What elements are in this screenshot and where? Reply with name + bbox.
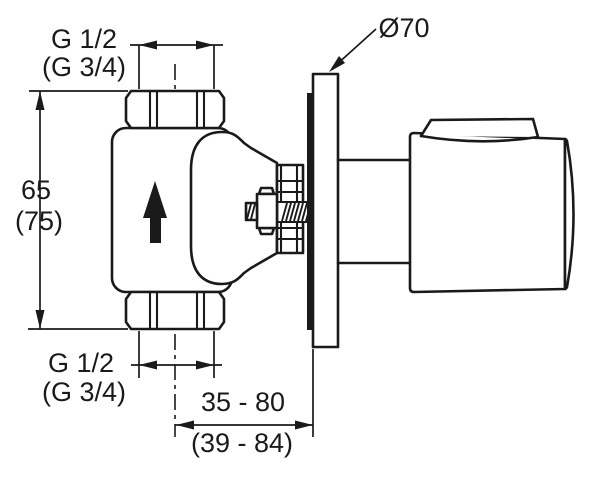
spindle-thread-hatching — [281, 202, 312, 222]
top-thread-label-alternate: (G 3/4) — [42, 52, 126, 82]
spindle-packing-nut — [255, 186, 279, 236]
top-connection-nut — [124, 89, 226, 130]
valve-bonnet — [189, 130, 279, 286]
handle-knob-outer-edge — [563, 137, 575, 291]
mounting-depth-label-primary: 35 - 80 — [201, 387, 285, 417]
bottom-thread-label-alternate: (G 3/4) — [42, 377, 126, 407]
dim-bottom-thread: G 1/2 (G 3/4) — [42, 331, 222, 407]
spindle-end-threads — [244, 201, 259, 222]
body-height-label-primary: 65 — [21, 175, 51, 205]
bottom-thread-label-primary: G 1/2 — [48, 348, 114, 378]
handle-tab — [419, 117, 540, 139]
escutcheon-plate — [311, 72, 340, 349]
plate-diameter-label: Ø70 — [378, 13, 429, 43]
threaded-spindle — [277, 200, 313, 224]
top-thread-label-primary: G 1/2 — [51, 24, 117, 54]
handle-tab-base-curve — [419, 134, 540, 143]
dim-top-thread: G 1/2 (G 3/4) — [42, 24, 223, 89]
bottom-connection-nut — [124, 290, 226, 331]
dim-body-height: 65 (75) — [15, 90, 128, 330]
dim-plate-diameter: Ø70 — [329, 13, 430, 72]
dim-mounting-depth: 35 - 80 (39 - 84) — [175, 349, 314, 458]
wall-section — [307, 93, 314, 330]
flow-direction-arrow-icon — [143, 181, 167, 243]
handle-stem — [336, 158, 413, 265]
mounting-depth-label-alternate: (39 - 84) — [191, 428, 293, 458]
handle-knob — [408, 117, 575, 294]
body-height-label-alternate: (75) — [15, 206, 63, 236]
